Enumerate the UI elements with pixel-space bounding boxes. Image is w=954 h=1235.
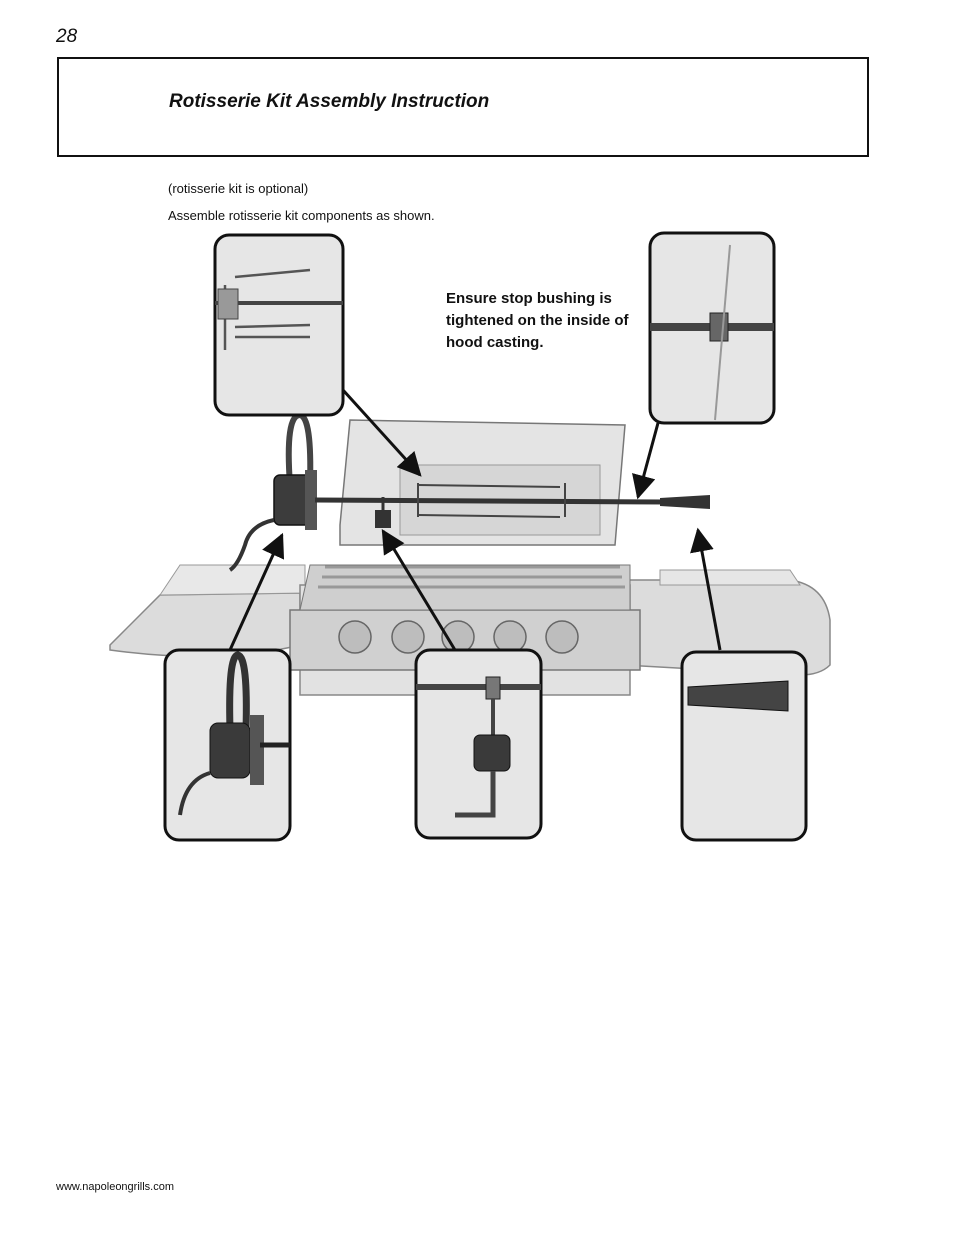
detail-stop-bushing [648,231,776,425]
optional-note: (rotisserie kit is optional) [168,181,309,196]
page-title: Rotisserie Kit Assembly Instruction [169,91,490,112]
title-box: Rotisserie Kit Assembly Instruction [57,57,869,157]
detail-motor [163,648,292,842]
page-number: 28 [56,26,78,47]
callout-arrows [228,388,722,651]
rotisserie-assembly-illustration [109,231,831,842]
detail-spit-handle [680,650,808,842]
footer-url[interactable]: www.napoleongrills.com [56,1181,174,1193]
stop-bushing-callout: Ensure stop bushing is tightened on the … [446,290,629,351]
assembly-instruction: Assemble rotisserie kit components as sh… [168,208,435,223]
detail-counterweight [414,648,543,840]
detail-forks [213,233,345,417]
